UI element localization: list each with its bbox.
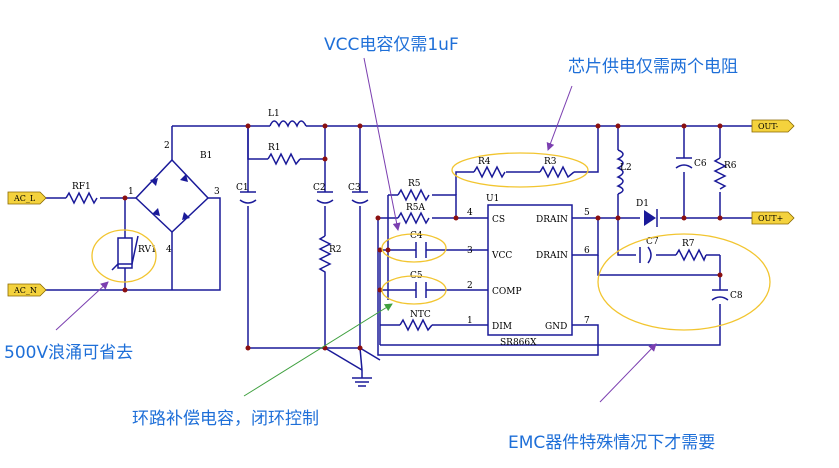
svg-text:CS: CS (492, 215, 505, 225)
highlight-ellipses (91, 152, 771, 331)
svg-text:R5A: R5A (406, 203, 426, 213)
ellipse-r4-r3 (451, 152, 589, 188)
ellipse-emc (597, 233, 771, 331)
diode-d1: D1 (636, 199, 658, 227)
ellipse-rv1 (91, 229, 157, 283)
inductor-l1: L1 (268, 109, 307, 128)
svg-text:DRAIN: DRAIN (536, 251, 568, 261)
resistor-r4: R4 (473, 157, 506, 179)
note-loop-comp: 环路补偿电容，闭环控制 (132, 409, 319, 429)
annotation-texts: VCC电容仅需1uF 芯片供电仅需两个电阻 500V浪涌可省去 环路补偿电容，闭… (4, 35, 738, 453)
capacitor-c8: C8 (711, 289, 743, 301)
svg-text:1: 1 (467, 316, 473, 326)
inductor-l2: L2 (616, 149, 632, 195)
svg-text:OUT+: OUT+ (758, 214, 783, 223)
varistor-rv1: RV1 (111, 235, 157, 271)
svg-text:L2: L2 (620, 163, 632, 173)
svg-text:C4: C4 (410, 231, 423, 241)
note-surge: 500V浪涌可省去 (4, 343, 133, 363)
bridge-rectifier-b1: B1 2 1 3 4 (128, 141, 220, 255)
svg-text:2: 2 (164, 141, 170, 151)
svg-text:AC_L: AC_L (13, 194, 36, 203)
chip-u1: U1 SR866X CS VCC COMP DIM DRAIN DRAIN GN… (467, 194, 590, 348)
svg-text:1: 1 (128, 187, 134, 197)
svg-text:NTC: NTC (410, 310, 431, 320)
svg-text:C1: C1 (236, 183, 249, 193)
svg-text:R7: R7 (682, 239, 695, 249)
svg-text:R3: R3 (544, 157, 557, 167)
svg-text:L1: L1 (268, 109, 280, 119)
capacitor-c3: C3 (348, 183, 369, 204)
resistor-r7: R7 (675, 239, 707, 262)
svg-text:RV1: RV1 (138, 245, 157, 255)
svg-text:C8: C8 (730, 291, 743, 301)
port-ac-l: AC_L (7, 191, 47, 205)
resistor-r2: R2 (318, 235, 342, 280)
port-out-pos: OUT+ (751, 211, 795, 225)
note-emc: EMC器件特殊情况下才需要 (508, 433, 715, 453)
svg-text:OUT-: OUT- (758, 122, 779, 131)
svg-text:R4: R4 (478, 157, 491, 167)
svg-text:2: 2 (467, 281, 473, 291)
svg-text:VCC: VCC (491, 251, 512, 261)
resistor-r6: R6 (713, 157, 737, 190)
svg-text:R1: R1 (268, 143, 281, 153)
svg-text:GND: GND (545, 322, 567, 332)
ellipse-c4 (381, 233, 447, 263)
ground-symbol (352, 377, 372, 387)
svg-text:R5: R5 (408, 179, 421, 189)
svg-text:DIM: DIM (492, 322, 512, 332)
svg-text:R6: R6 (724, 161, 737, 171)
capacitor-c1: C1 (236, 183, 257, 204)
capacitor-c7: C7 (639, 237, 659, 264)
svg-text:C2: C2 (313, 183, 326, 193)
resistor-r3: R3 (539, 157, 575, 179)
svg-text:7: 7 (584, 316, 590, 326)
svg-text:C3: C3 (348, 183, 361, 193)
svg-text:3: 3 (467, 246, 473, 256)
port-out-neg: OUT- (751, 119, 795, 133)
ellipse-c5 (381, 275, 447, 305)
thermistor-ntc: NTC (399, 310, 433, 332)
svg-text:SR866X: SR866X (500, 338, 537, 348)
capacitor-c5: C5 (402, 271, 440, 298)
svg-text:6: 6 (584, 246, 590, 256)
resistor-rf1: RF1 (65, 182, 98, 205)
svg-text:R2: R2 (329, 245, 342, 255)
svg-text:D1: D1 (636, 199, 649, 209)
svg-text:4: 4 (467, 208, 473, 218)
svg-text:DRAIN: DRAIN (536, 215, 568, 225)
svg-text:RF1: RF1 (72, 182, 91, 192)
svg-text:B1: B1 (200, 151, 212, 161)
svg-text:U1: U1 (486, 194, 499, 204)
svg-text:4: 4 (166, 245, 172, 255)
note-two-resistors: 芯片供电仅需两个电阻 (568, 57, 738, 77)
svg-text:3: 3 (214, 187, 220, 197)
port-ac-n: AC_N (7, 283, 47, 297)
svg-text:AC_N: AC_N (13, 286, 37, 295)
junctions (122, 123, 723, 351)
annotation-arrows (55, 57, 657, 403)
wires (44, 125, 752, 378)
svg-text:C7: C7 (646, 237, 659, 247)
capacitor-c6: C6 (675, 157, 707, 169)
svg-text:5: 5 (584, 208, 590, 218)
note-vcc-cap: VCC电容仅需1uF (324, 35, 459, 55)
svg-text:C6: C6 (694, 159, 707, 169)
capacitor-c2: C2 (313, 183, 334, 204)
capacitor-c4: C4 (402, 231, 440, 258)
resistor-r5a: R5A (397, 203, 430, 225)
resistor-r1: R1 (267, 143, 301, 166)
resistor-r5: R5 (397, 179, 430, 202)
svg-text:COMP: COMP (492, 287, 522, 297)
